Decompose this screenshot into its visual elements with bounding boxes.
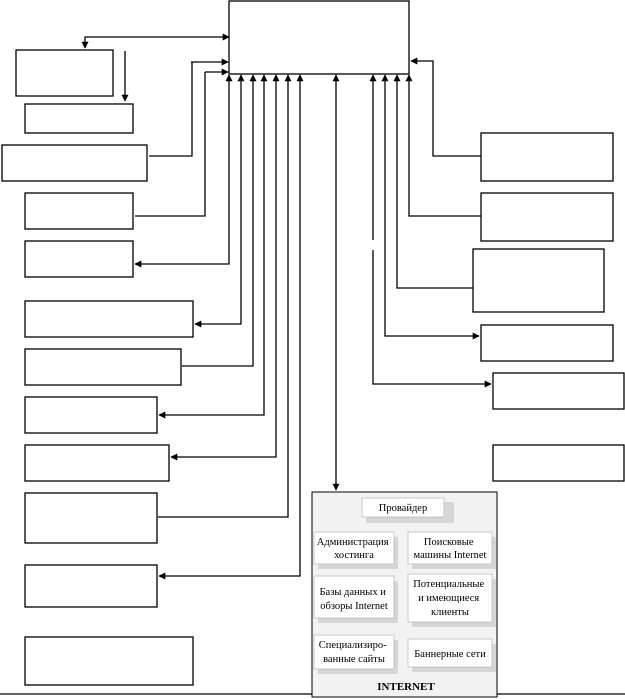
left-box-2 [24, 103, 134, 134]
connector-left-1 [81, 33, 230, 49]
specialized-label: Специализиро- ванные сайты [319, 640, 390, 665]
left-box-9 [24, 444, 170, 482]
connector-left-12 [158, 74, 292, 518]
connector-right-4 [381, 74, 480, 340]
databases-label-line-2: обзоры Internet [320, 601, 388, 612]
connector-right-3 [393, 74, 473, 289]
left-box-12 [24, 636, 194, 686]
left-box-1 [15, 49, 114, 97]
connector-left-8 [194, 74, 245, 328]
left-box-5 [24, 240, 134, 278]
clients-card [407, 573, 493, 623]
internet-panel: Провайдер Администрация хостинга Поисков… [311, 491, 498, 698]
right-box-5 [492, 372, 625, 410]
hosting-label: Администрация хостинга [317, 537, 391, 561]
left-box-7 [24, 348, 182, 386]
hosting-label-line-1: Администрация [317, 537, 389, 548]
search-label-line-2: машины Internet [414, 550, 487, 561]
central-box [228, 0, 410, 75]
right-box-3 [472, 248, 605, 313]
banners-card [407, 638, 493, 668]
right-box-2 [480, 192, 614, 242]
specialized-label-line-2: ванные сайты [323, 654, 385, 665]
specialized-label-line-1: Специализиро- [319, 640, 387, 651]
hosting-label-line-2: хостинга [334, 550, 374, 561]
internet-title: INTERNET [377, 681, 435, 693]
connector-right-2 [405, 74, 481, 217]
left-box-3 [1, 144, 148, 182]
connector-left-4 [149, 62, 193, 157]
search-label: Поисковые машины Internet [414, 537, 487, 561]
left-box-6 [24, 300, 194, 338]
clients-label-line-1: Потенциальные [413, 579, 484, 590]
specialized-card [313, 634, 395, 670]
connector-left-7 [134, 74, 233, 268]
connector-left-11 [170, 74, 280, 461]
provider-card [361, 497, 445, 518]
clients-label: Потенциальные и имеющиеся клиенты [413, 579, 487, 618]
databases-card [313, 575, 395, 619]
right-box-6 [492, 444, 625, 482]
provider-label: Провайдер [379, 503, 427, 514]
clients-label-line-2: и имеющиеся [418, 593, 479, 604]
left-box-11 [24, 564, 158, 608]
right-box-1 [480, 132, 614, 182]
databases-label: Базы данных и обзоры Internet [320, 587, 389, 612]
left-box-10 [24, 492, 158, 544]
hosting-card [313, 531, 395, 565]
connector-left-6 [135, 72, 206, 217]
connector-right-5 [372, 250, 492, 388]
connector-left-13 [158, 74, 304, 580]
right-box-4 [480, 324, 614, 362]
search-label-line-1: Поисковые [424, 537, 474, 548]
left-box-8 [24, 396, 158, 434]
clients-label-line-3: клиенты [431, 607, 469, 618]
banners-label: Баннерные сети [414, 649, 486, 660]
connector-right-0 [410, 57, 481, 157]
search-card [407, 531, 493, 565]
left-box-4 [24, 192, 134, 230]
databases-label-line-1: Базы данных и [320, 587, 387, 598]
